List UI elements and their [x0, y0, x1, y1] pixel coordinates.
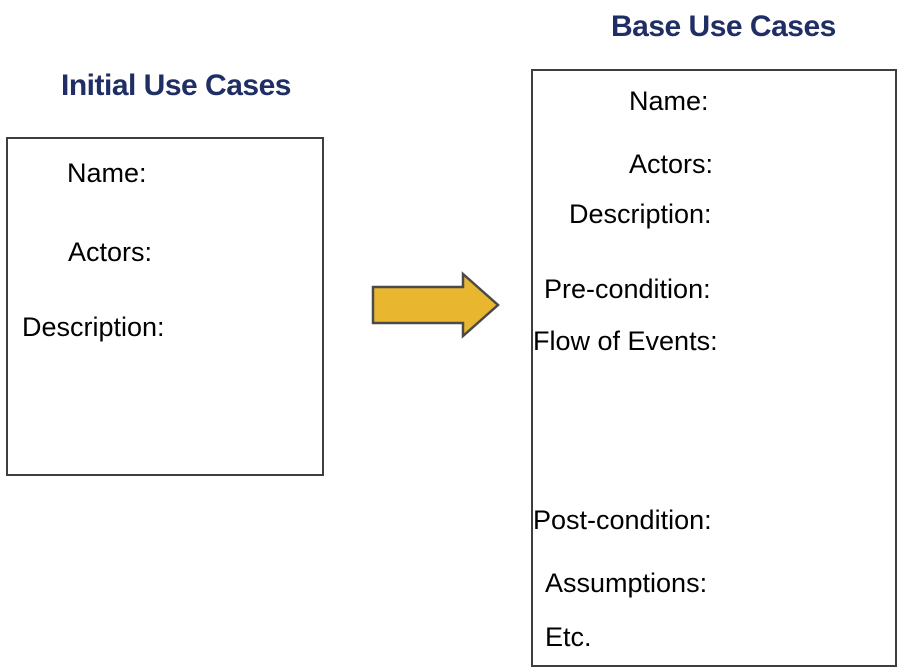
base-field-flow-of-events: Flow of Events: — [533, 326, 718, 356]
base-field-description: Description: — [569, 199, 712, 229]
base-field-pre-condition: Pre-condition: — [544, 274, 711, 304]
initial-use-cases-box — [6, 137, 324, 476]
initial-field-actors: Actors: — [68, 237, 153, 267]
initial-field-description: Description: — [22, 312, 165, 342]
base-field-actors: Actors: — [629, 149, 714, 179]
base-use-cases-box — [531, 69, 897, 667]
initial-use-cases-title: Initial Use Cases — [61, 69, 291, 102]
base-field-assumptions: Assumptions: — [545, 568, 708, 598]
base-field-post-condition: Post-condition: — [533, 505, 712, 535]
base-field-etc: Etc. — [545, 622, 592, 652]
base-use-cases-title: Base Use Cases — [611, 10, 836, 43]
initial-field-name: Name: — [67, 158, 147, 188]
right-block-arrow-icon — [371, 271, 500, 339]
base-field-name: Name: — [629, 86, 709, 116]
